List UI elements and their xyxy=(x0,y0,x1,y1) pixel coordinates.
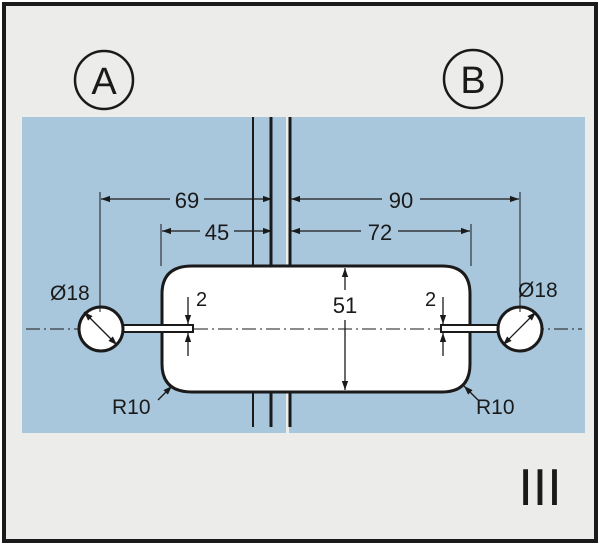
dim-left-radius: R10 xyxy=(112,396,151,419)
label-a: A xyxy=(91,61,117,103)
panel-edges xyxy=(252,117,292,427)
dim-right-gap: 2 xyxy=(425,289,436,311)
dim-b-width-outer: 90 xyxy=(389,188,413,213)
slot-left xyxy=(120,324,194,333)
dim-left-gap: 2 xyxy=(196,289,207,311)
label-b-circle xyxy=(442,48,504,110)
dim-b-width-inner: 72 xyxy=(368,220,392,245)
dim-cutout-height: 51 xyxy=(333,293,357,318)
extension-lines xyxy=(99,192,521,312)
series-mark: III xyxy=(518,459,561,517)
dim-a-width-outer: 69 xyxy=(175,188,199,213)
dim-right-radius: R10 xyxy=(476,396,515,419)
label-a-circle xyxy=(73,49,135,111)
dim-left-hole: Ø18 xyxy=(50,282,90,305)
hole-right xyxy=(496,305,544,353)
slot-right xyxy=(440,324,500,333)
dim-right-hole: Ø18 xyxy=(518,279,558,302)
label-b: B xyxy=(460,60,485,102)
dim-a-width-inner: 45 xyxy=(205,220,229,245)
